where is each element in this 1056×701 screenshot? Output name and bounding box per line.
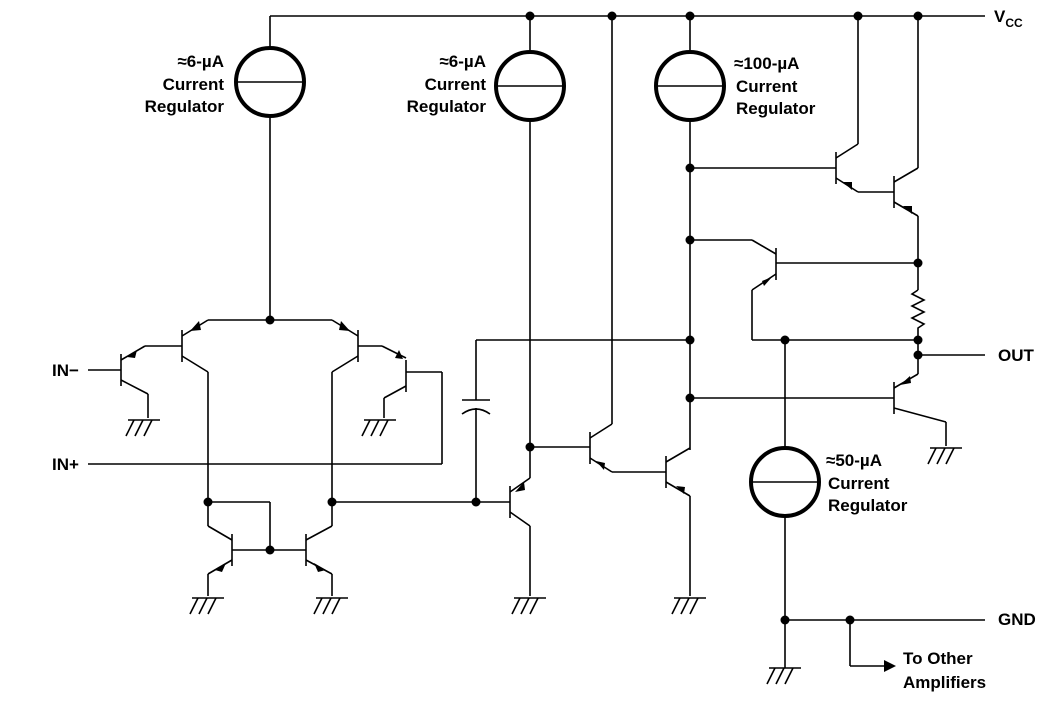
regulator-3-value: ≈100-µA [734,54,799,73]
transistor-q8 [589,16,666,473]
output-resistor [910,289,926,340]
transistor-q7 [509,447,531,596]
to-other-amplifiers-arrow [849,620,896,672]
pin-in-plus: IN+ [52,455,79,474]
regulator-3-line1: Current [736,77,798,96]
regulator-2-value: ≈6-µA [439,52,486,71]
regulator-1-value: ≈6-µA [177,52,224,71]
current-regulator-4 [749,340,821,620]
regulator-4-line1: Current [828,474,890,493]
transistor-q13 [893,373,947,446]
transistor-q6 [305,502,333,596]
regulator-1-line1: Current [163,75,225,94]
pin-gnd: GND [998,610,1036,629]
regulator-2-line1: Current [425,75,487,94]
pin-in-minus: IN− [52,361,79,380]
compensation-capacitor [461,339,690,502]
pin-out: OUT [998,346,1035,365]
junction-dot [265,545,275,555]
pin-vcc-main: V [994,7,1006,26]
transistor-q4 [358,345,443,464]
regulator-3-line2: Regulator [736,99,816,118]
ground-symbol [671,597,706,615]
transistor-q5 [207,502,233,596]
transistor-q3 [88,345,182,418]
regulator-1-line2: Regulator [145,97,225,116]
current-regulator-2 [494,16,566,447]
note-line1: To Other [903,649,973,668]
ground-symbol [313,597,348,615]
note-line2: Amplifiers [903,673,986,692]
ground-symbol [511,597,546,615]
current-regulator-3 [654,16,726,450]
transistor-q9 [665,447,691,596]
regulator-4-line2: Regulator [828,496,908,515]
pin-vcc: VCC [994,7,1023,30]
transistor-q1 [181,319,209,502]
ground-symbol [361,419,396,437]
regulator-4-value: ≈50-µA [826,451,882,470]
transistor-q11 [893,16,919,290]
ground-symbol [189,597,224,615]
ground-symbol [125,419,160,437]
ground-symbol [927,447,962,465]
transistor-q12 [751,239,918,340]
regulator-2-line2: Regulator [407,97,487,116]
transistor-q2 [331,319,359,502]
transistor-q10 [835,16,894,193]
current-regulator-1 [234,16,306,320]
pin-vcc-sub: CC [1005,16,1023,30]
ground-symbol [766,620,801,685]
